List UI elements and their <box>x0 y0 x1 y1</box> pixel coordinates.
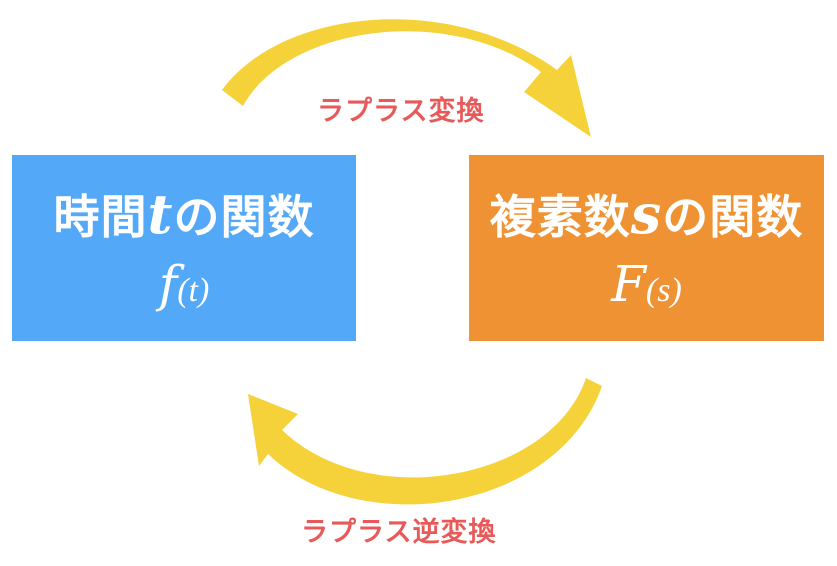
title-prefix: 時間 <box>53 190 148 244</box>
curved-arrow-left-icon <box>248 378 602 505</box>
time-function-expression: f(t) <box>159 259 210 309</box>
function-name: f <box>158 255 178 313</box>
title-variable: s <box>630 182 663 246</box>
title-suffix: の関数 <box>173 190 315 244</box>
complex-function-title: 複素数sの関数 <box>490 187 803 241</box>
laplace-transform-label: ラプラス変換 <box>317 96 485 127</box>
function-argument: (s) <box>645 272 682 309</box>
title-suffix: の関数 <box>662 190 804 244</box>
function-argument: (t) <box>177 272 210 309</box>
time-function-box: 時間tの関数 f(t) <box>12 155 356 341</box>
inverse-laplace-transform-label: ラプラス逆変換 <box>301 517 497 548</box>
title-variable: t <box>147 182 174 246</box>
title-prefix: 複素数 <box>489 190 631 244</box>
complex-function-box: 複素数sの関数 F(s) <box>469 155 824 341</box>
complex-function-expression: F(s) <box>611 259 682 309</box>
time-function-title: 時間tの関数 <box>54 187 315 241</box>
function-name: F <box>611 255 646 313</box>
